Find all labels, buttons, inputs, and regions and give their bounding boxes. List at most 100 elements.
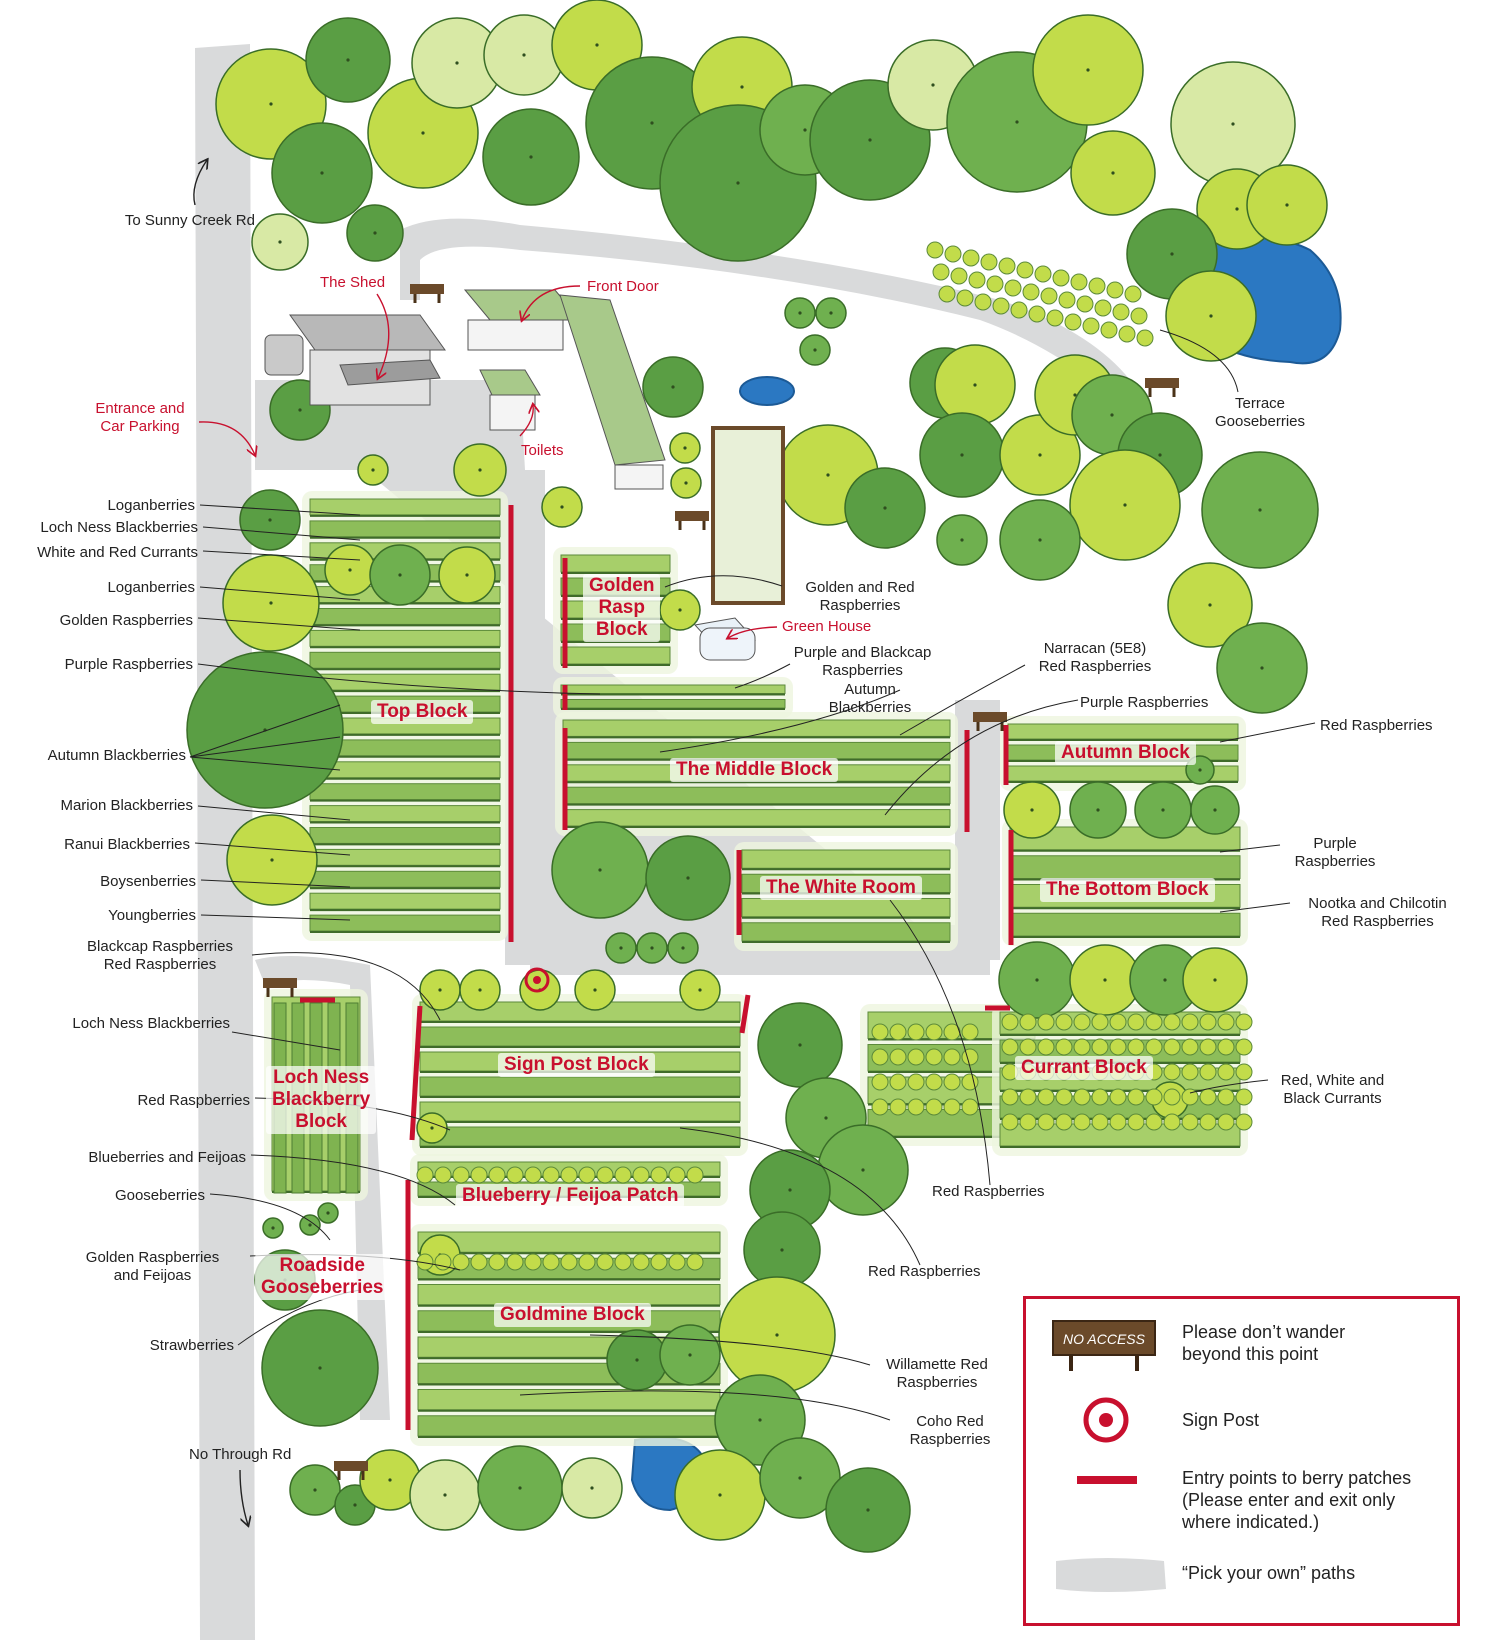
tree <box>317 1202 339 1224</box>
shrub <box>871 1073 889 1091</box>
shrub <box>974 293 992 311</box>
shrub <box>1145 1013 1163 1031</box>
tree <box>919 412 1005 498</box>
tree <box>261 1309 379 1427</box>
shrub <box>452 1253 470 1271</box>
shrub <box>1199 1013 1217 1031</box>
shrub <box>1070 273 1088 291</box>
tree <box>438 546 496 604</box>
tree <box>271 122 373 224</box>
block-bottom: The Bottom Block <box>1040 878 1215 902</box>
tree <box>799 334 831 366</box>
shrub <box>1073 1113 1091 1131</box>
tree <box>636 932 668 964</box>
leader-line <box>1219 722 1316 743</box>
shrub <box>961 1048 979 1066</box>
label-nootka-chilcotin: Nootka and Chilcotin Red Raspberries <box>1308 895 1447 930</box>
tree <box>541 486 583 528</box>
tree <box>251 213 309 271</box>
leader-line <box>250 1154 456 1206</box>
leader-line <box>899 664 1026 736</box>
shrub <box>980 253 998 271</box>
no-access-sign <box>1145 378 1179 397</box>
legend-paths-text: “Pick your own” paths <box>1182 1563 1356 1583</box>
shrub <box>1010 301 1028 319</box>
shrub <box>1112 303 1130 321</box>
shrub <box>1001 1038 1019 1056</box>
legend-sign-post-text: Sign Post <box>1182 1410 1260 1430</box>
shrub <box>1145 1113 1163 1131</box>
shrub <box>925 1073 943 1091</box>
shrub <box>1091 1088 1109 1106</box>
left-label: Loganberries <box>107 497 195 514</box>
no-access-sign <box>263 978 297 997</box>
shrub <box>1001 1088 1019 1106</box>
left-label: Gooseberries <box>114 1187 205 1204</box>
shrub <box>1181 1013 1199 1031</box>
shed-building <box>264 314 446 406</box>
shrub <box>1019 1038 1037 1056</box>
shrub <box>506 1166 524 1184</box>
shrub <box>871 1023 889 1041</box>
shrub <box>1235 1063 1253 1081</box>
shrub <box>961 1023 979 1041</box>
tree <box>1003 781 1061 839</box>
shrub <box>925 1098 943 1116</box>
shrub <box>1019 1013 1037 1031</box>
shrub <box>416 1166 434 1184</box>
shrub <box>1037 1113 1055 1131</box>
shrub <box>943 1073 961 1091</box>
shrub <box>506 1253 524 1271</box>
tree <box>667 932 699 964</box>
shrub <box>986 275 1004 293</box>
tree <box>574 969 616 1011</box>
entry-points <box>300 505 1014 1430</box>
tree <box>757 1002 843 1088</box>
shrub <box>907 1073 925 1091</box>
tree <box>239 489 301 551</box>
shrub <box>596 1253 614 1271</box>
shrub <box>962 249 980 267</box>
tree <box>1032 14 1144 126</box>
house-building <box>463 289 666 490</box>
block-top: Top Block <box>371 700 474 724</box>
tree <box>477 1445 563 1531</box>
label-entrance-parking: Entrance and Car Parking <box>95 400 185 435</box>
block-white-room: The White Room <box>760 876 922 900</box>
tree <box>324 544 376 596</box>
tree <box>289 1464 341 1516</box>
left-label: Golden Raspberries and Feijoas <box>85 1249 220 1284</box>
shrub <box>1091 1013 1109 1031</box>
shrub <box>1055 1013 1073 1031</box>
label-currants: Red, White and Black Currants <box>1280 1072 1385 1107</box>
no-access-sign-text: NO ACCESS <box>1063 1331 1146 1347</box>
block-middle: The Middle Block <box>670 758 839 782</box>
shrub <box>632 1166 650 1184</box>
tree <box>1070 130 1156 216</box>
shrub <box>1235 1013 1253 1031</box>
shrub <box>926 241 944 259</box>
tree <box>1190 785 1240 835</box>
shrub <box>632 1253 650 1271</box>
left-label: Red Raspberries <box>137 1092 250 1109</box>
leader-line <box>189 756 341 771</box>
leader-line <box>664 575 783 588</box>
shrub <box>1100 321 1118 339</box>
shrub <box>1088 277 1106 295</box>
left-label: Ranui Blackberries <box>64 836 190 853</box>
tree <box>561 1457 623 1519</box>
left-label: Autumn Blackberries <box>47 747 186 764</box>
tree <box>1167 562 1253 648</box>
shrub <box>943 1048 961 1066</box>
tree <box>718 1276 836 1394</box>
label-narracan: Narracan (5E8) Red Raspberries <box>1038 640 1152 675</box>
entry-point-icon <box>1077 1476 1137 1484</box>
shrub <box>1199 1038 1217 1056</box>
shrub <box>1145 1038 1163 1056</box>
shrub <box>871 1048 889 1066</box>
tree <box>825 1467 911 1553</box>
block-roadside-gooseberries: Roadside Gooseberries <box>255 1254 390 1300</box>
shrub <box>1052 269 1070 287</box>
left-label: Blueberries and Feijoas <box>88 1149 246 1166</box>
path-icon <box>1056 1558 1166 1592</box>
